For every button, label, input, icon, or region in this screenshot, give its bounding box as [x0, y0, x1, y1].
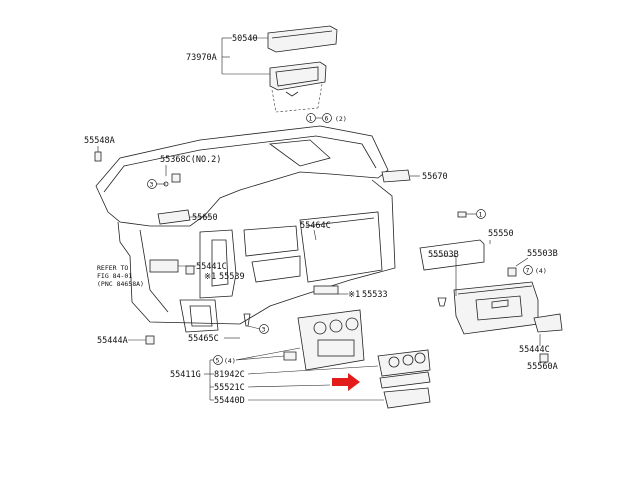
- callout-5: [213, 355, 223, 365]
- label-73970a: 73970A: [186, 53, 217, 63]
- label-55440d: 55440D: [214, 396, 245, 406]
- svg-text:(2): (2): [335, 115, 347, 123]
- label-55650: 55650: [192, 213, 218, 223]
- label-55550: 55550: [488, 229, 514, 239]
- clip-icon: 7 (4): [507, 265, 547, 277]
- label-55670: 55670: [422, 172, 448, 182]
- svg-text:3: 3: [262, 326, 266, 334]
- red-arrow-icon: [332, 373, 360, 391]
- label-55464c: 55464C: [300, 221, 331, 231]
- callout-5-text: 5: [216, 357, 220, 365]
- label-50540: 50540: [232, 34, 258, 44]
- svg-text:7: 7: [526, 267, 530, 275]
- refer-line-3: (PNC 84658A): [97, 280, 144, 288]
- label-55539: 55539: [219, 272, 245, 282]
- callout-top-1-2: 1 6 (2): [306, 113, 347, 123]
- instrument-panel: [95, 125, 396, 333]
- label-55444a: 55444A: [97, 336, 128, 346]
- svg-text:6: 6: [325, 115, 329, 123]
- label-55465c: 55465C: [188, 334, 219, 344]
- glovebox-55550: [419, 239, 563, 335]
- center-cluster: [283, 309, 431, 409]
- label-55548a: 55548A: [84, 136, 115, 146]
- part-50540-group: [221, 25, 338, 113]
- label-55441c: 55441C: [196, 262, 227, 272]
- label-55503b-left: 55503B: [428, 250, 459, 260]
- label-55533: 55533: [362, 290, 388, 300]
- refer-line-2: FIG 84-01: [97, 272, 132, 280]
- label-55368c: 55368C(NO.2): [160, 155, 221, 165]
- callout-4-bottom: (4): [224, 357, 236, 365]
- screw-icon: 1: [457, 209, 486, 219]
- svg-text:1: 1: [309, 115, 313, 123]
- vent-55670: [381, 169, 420, 183]
- label-55560a: 55560A: [527, 362, 558, 372]
- screw-bottom: 3: [243, 313, 269, 334]
- bracket-55533: [313, 285, 348, 295]
- label-55411g: 55411G: [170, 370, 201, 380]
- svg-text:(4): (4): [535, 267, 547, 275]
- svg-text:1: 1: [479, 211, 483, 219]
- mark-55539: ※1: [204, 272, 216, 282]
- label-55521c: 55521C: [214, 383, 245, 393]
- label-55444c: 55444C: [519, 345, 550, 355]
- panel-55464c: [313, 229, 317, 241]
- lock-55560a: [539, 334, 549, 363]
- clip-55548a: [94, 146, 102, 162]
- switch-55441c: [149, 259, 196, 275]
- screw-left: [437, 297, 447, 307]
- mark-55533: ※1: [348, 290, 360, 300]
- clip-55444a: [128, 335, 155, 345]
- label-55503b-right: 55503B: [527, 249, 558, 259]
- vent-55650: [157, 209, 210, 225]
- refer-line-1: REFER TO: [97, 264, 128, 272]
- clip-55368c: 3: [147, 165, 181, 189]
- svg-text:3: 3: [150, 181, 154, 189]
- group-55411g-leaders: [204, 347, 384, 401]
- label-81942c: 81942C: [214, 370, 245, 380]
